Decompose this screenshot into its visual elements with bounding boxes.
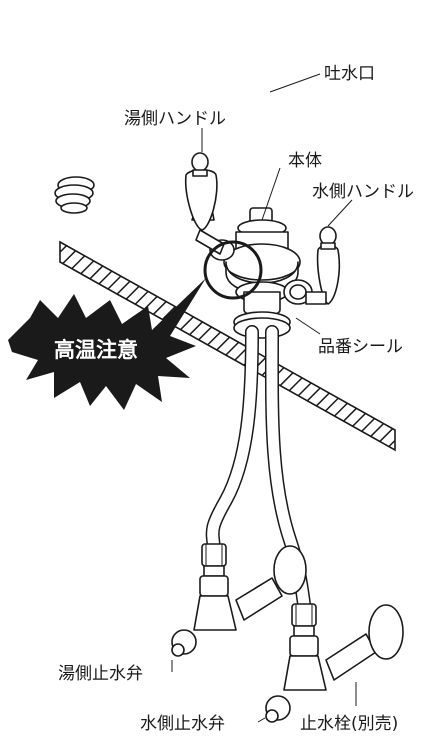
label-spout: 吐水口 <box>324 64 375 84</box>
label-product-seal: 品番シール <box>318 337 403 357</box>
label-body: 本体 <box>288 151 322 171</box>
warning-badge-text: 高温注意 <box>54 338 138 362</box>
hot-handle <box>184 152 225 255</box>
cold-stop-valve <box>265 603 404 723</box>
spout-tip <box>54 176 95 214</box>
countertop <box>59 240 396 452</box>
label-cold-handle: 水側ハンドル <box>312 182 414 202</box>
hot-stop-valve <box>171 543 307 657</box>
hot-warning-circle <box>203 240 263 300</box>
label-cold-stop-valve: 水側止水弁 <box>140 714 225 734</box>
leader-lines <box>171 73 357 723</box>
faucet-body <box>209 219 313 339</box>
label-stop-cock: 止水栓(別売) <box>300 714 398 734</box>
cold-handle <box>305 226 341 305</box>
warning-starburst: 高温注意 <box>8 278 206 410</box>
label-hot-handle: 湯側ハンドル <box>124 109 226 129</box>
label-hot-stop-valve: 湯側止水弁 <box>58 664 143 684</box>
